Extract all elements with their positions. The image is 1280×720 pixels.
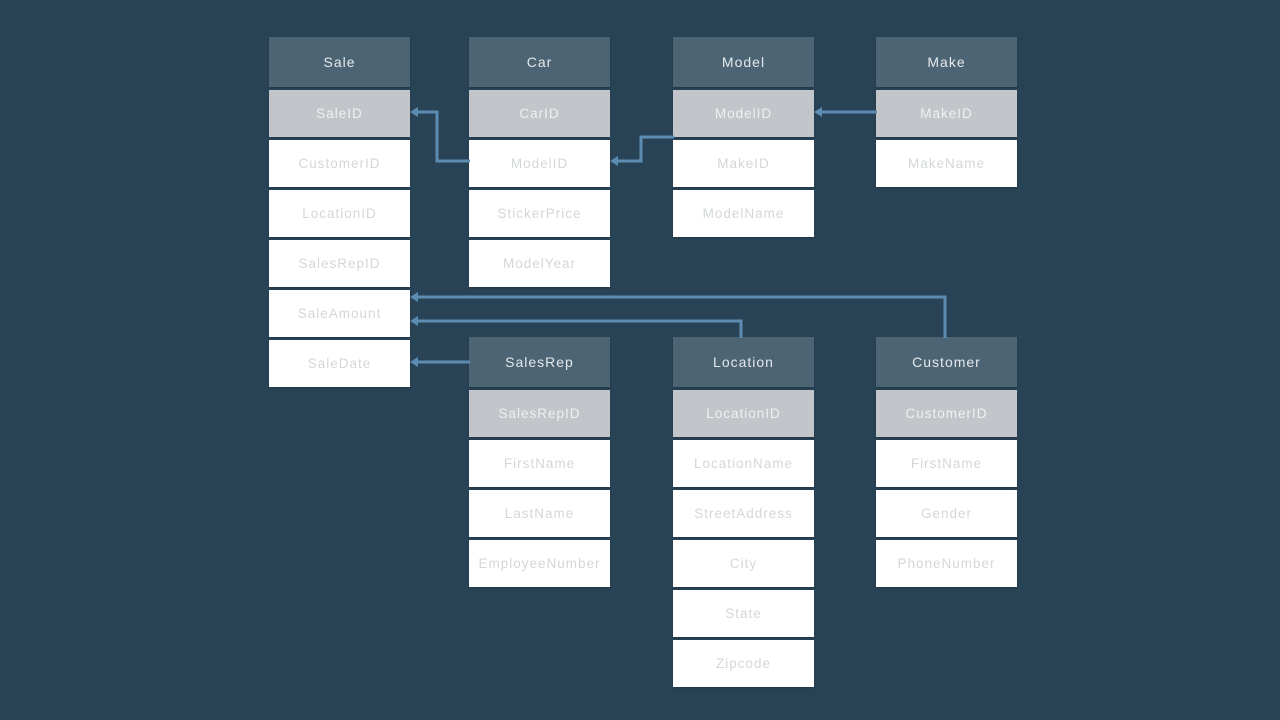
relationship-line-car-modelid-to-model	[612, 135, 674, 163]
column-row-state: State	[673, 590, 814, 637]
relationship-arrowhead-car-modelid-to-model	[610, 156, 618, 166]
table-title: Customer	[876, 337, 1017, 387]
primary-key-row-modelid: ModelID	[673, 90, 814, 137]
table-title: Make	[876, 37, 1017, 87]
column-row-modelname: ModelName	[673, 190, 814, 237]
column-row-lastname: LastName	[469, 490, 610, 537]
column-row-makeid: MakeID	[673, 140, 814, 187]
relationship-line-sale-saleid-to-car	[412, 110, 470, 163]
relationship-line-sale-to-customer	[412, 295, 947, 338]
relationship-line-sale-to-location	[412, 319, 743, 338]
primary-key-row-locationid: LocationID	[673, 390, 814, 437]
column-row-saledate: SaleDate	[269, 340, 410, 387]
column-row-locationname: LocationName	[673, 440, 814, 487]
column-row-modelid: ModelID	[469, 140, 610, 187]
table-title: Car	[469, 37, 610, 87]
column-row-streetaddress: StreetAddress	[673, 490, 814, 537]
primary-key-row-salesrepid: SalesRepID	[469, 390, 610, 437]
primary-key-row-makeid: MakeID	[876, 90, 1017, 137]
column-row-zipcode: Zipcode	[673, 640, 814, 687]
column-row-customerid: CustomerID	[269, 140, 410, 187]
column-row-locationid: LocationID	[269, 190, 410, 237]
primary-key-row-saleid: SaleID	[269, 90, 410, 137]
column-row-employeenumber: EmployeeNumber	[469, 540, 610, 587]
relationship-arrowhead-sale-to-customer	[410, 292, 418, 302]
relationship-arrowhead-model-modelid-to-make	[814, 107, 822, 117]
table-title: Location	[673, 337, 814, 387]
column-row-phonenumber: PhoneNumber	[876, 540, 1017, 587]
table-title: Sale	[269, 37, 410, 87]
column-row-city: City	[673, 540, 814, 587]
column-row-firstname: FirstName	[876, 440, 1017, 487]
relationship-arrowhead-sale-saledate-to-salesrep	[410, 357, 418, 367]
column-row-saleamount: SaleAmount	[269, 290, 410, 337]
relationship-arrowhead-sale-saleid-to-car	[410, 107, 418, 117]
column-row-gender: Gender	[876, 490, 1017, 537]
primary-key-row-carid: CarID	[469, 90, 610, 137]
table-title: SalesRep	[469, 337, 610, 387]
table-title: Model	[673, 37, 814, 87]
column-row-modelyear: ModelYear	[469, 240, 610, 287]
column-row-makename: MakeName	[876, 140, 1017, 187]
column-row-salesrepid: SalesRepID	[269, 240, 410, 287]
column-row-firstname: FirstName	[469, 440, 610, 487]
relationship-arrowhead-sale-to-location	[410, 316, 418, 326]
primary-key-row-customerid: CustomerID	[876, 390, 1017, 437]
column-row-stickerprice: StickerPrice	[469, 190, 610, 237]
